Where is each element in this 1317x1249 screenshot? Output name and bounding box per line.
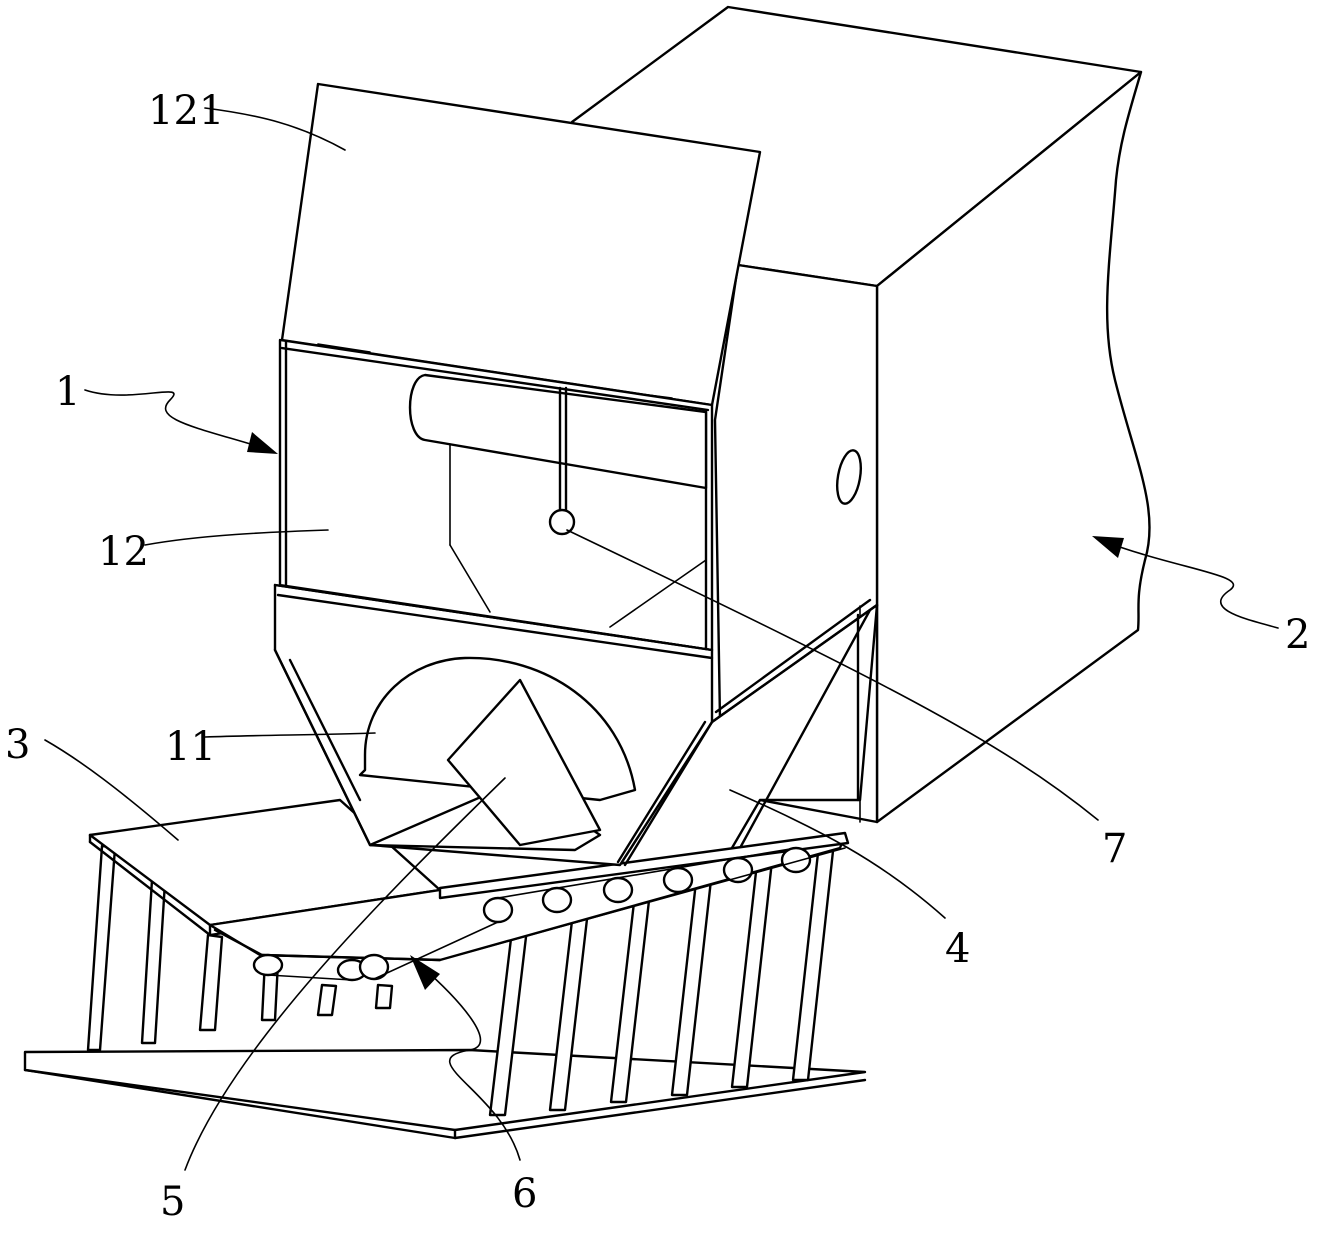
leader-2 — [1099, 539, 1279, 629]
label-11: 11 — [165, 724, 216, 770]
rollers — [252, 846, 846, 982]
roller-trough-6 — [208, 831, 850, 982]
label-121: 121 — [148, 88, 224, 134]
label-12: 12 — [98, 529, 149, 575]
leader-3 — [44, 739, 179, 841]
leader-6 — [419, 964, 521, 1161]
leader-121 — [204, 107, 346, 151]
arrowhead-2 — [1092, 536, 1124, 558]
leader-12 — [144, 529, 329, 546]
label-4: 4 — [945, 926, 970, 972]
leader-4 — [729, 789, 946, 919]
leader-7 — [566, 529, 1099, 821]
chute-4 — [618, 598, 879, 872]
arrowhead-6 — [410, 955, 440, 990]
viewport-hole — [835, 449, 863, 505]
leader-1 — [84, 389, 271, 451]
label-2: 2 — [1285, 612, 1310, 658]
label-7: 7 — [1102, 826, 1127, 872]
label-1: 1 — [55, 369, 80, 415]
label-3: 3 — [5, 722, 30, 768]
label-5: 5 — [160, 1179, 185, 1225]
arrowhead-1 — [247, 432, 278, 454]
leader-lines — [44, 107, 1279, 1171]
label-6: 6 — [512, 1171, 537, 1217]
reference-labels: 121 1 12 11 3 2 7 4 5 6 — [5, 88, 1310, 1225]
guide-plate-front — [446, 678, 602, 847]
internal-shaft — [408, 373, 708, 628]
housing-side-face — [875, 70, 1151, 824]
base-plate — [23, 1048, 867, 1132]
leader-5 — [184, 777, 506, 1171]
leader-11 — [204, 732, 376, 738]
sensor-7 — [548, 508, 576, 536]
trough-rim — [438, 831, 850, 900]
